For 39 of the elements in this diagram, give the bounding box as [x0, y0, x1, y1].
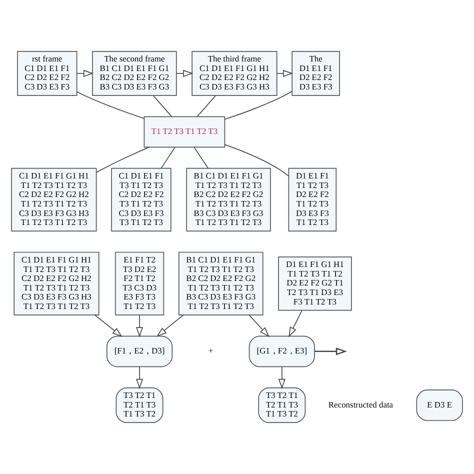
connector [76, 91, 145, 119]
node-box: [F1，E2，D3] [106, 336, 173, 368]
node-box: D1 E1 F1 T1 T2 T3 D2 E2 F2 T1 T2 T3 D3 E3 F3 T1 T2 T3 [288, 168, 337, 232]
node-box: T1 T2 T3 T1 T2 T3 [144, 116, 226, 148]
arrow [176, 70, 194, 77]
arrow [136, 314, 144, 338]
label: + [208, 346, 214, 356]
node-box: T3 T2 T1 T2 T1 T3 T1 T3 T2 [116, 387, 164, 424]
arrow [314, 348, 347, 356]
node-box: E1 F1 T2 T3 D2 E2 F2 T1 T2 T3 C3 D3 E3 F3 T3 T1 T2 T3 [114, 252, 164, 316]
arrow [94, 314, 122, 337]
connector [96, 146, 150, 173]
arrow [288, 310, 302, 338]
node-box: The third frame C1 D1 E1 F1 G1 H1 C2 D2 E2 F2 G2 H2 C3 D3 E3 F3 G3 H3 [192, 50, 278, 96]
node-box: B1 C1 D1 E1 F1 G1 T1 T2 T3 T1 T2 T3 B2 C2 D2 E2 F2 G2 T1 T2 T3 T1 T2 T3 B3 C3 D3 E3 F3 G3 T1 T2 T3 T1 T2 T3 [186, 168, 271, 232]
node-box: C1 D1 E1 F1 T3 T1 T2 T3 C2 D2 E2 F2 T3 T1 T2 T3 C3 D3 E3 F3 T3 T1 T2 T3 [111, 168, 172, 232]
node-box: B1 C1 D1 E1 F1 G1 T1 T2 T3 T1 T2 T3 B2 C2 D2 E2 F2 G2 T1 T2 T3 T1 T2 T3 B3 C3 D3 E3 F3 G3 T1 T2 T3 T1 T2 T3 [178, 252, 264, 316]
label: Reconstructed data [328, 399, 394, 410]
arrow [248, 314, 270, 338]
node-box: E D3 E [416, 390, 463, 421]
node-box: The second frame B1 C1 D1 E1 F1 G1 B2 C2 D2 E2 F2 G2 B3 C3 D3 E3 F3 G3 [92, 50, 177, 96]
node-box: D1 E1 F1 G1 H1 T1 T2 T3 T1 T2 D2 E2 F2 G2 T1 T2 T3 T1 D3 E3 F3 T1 T2 T3 [278, 256, 352, 311]
arrow [156, 314, 184, 337]
arrow [136, 366, 144, 390]
connector [224, 144, 290, 176]
arrow [76, 70, 94, 77]
node-box: C1 D1 E1 F1 G1 H1 T1 T2 T3 T1 T2 T3 C2 D2 E2 F2 G2 H2 T1 T2 T3 T1 T2 T3 C3 D3 E3 F3 G3 H3 T1 T2 T3 T1 T2 T3 [11, 168, 97, 232]
node-box: C1 D1 E1 F1 G1 H1 T1 T2 T3 T1 T2 T3 C2 D2 E2 F2 G2 H2 T1 T2 T3 T1 T2 T3 C3 D3 E3 F3 G3 H3 T1 T2 T3 T1 T2 T3 [14, 252, 100, 316]
connector [196, 95, 216, 117]
arrow [276, 70, 294, 77]
node-box: The D1 E1 F1 D2 E2 F2 D3 E3 F3 [292, 50, 340, 96]
node-box: [G1，F2，E3] [248, 336, 315, 368]
connector [160, 147, 176, 169]
node-box: rst frame C1 D1 E1 F1 C2 D2 E2 F2 C3 D3 E3 F3 [17, 50, 78, 96]
node-box: T3 T2 T1 T2 T1 T3 T1 T3 T2 [258, 387, 306, 424]
connector [194, 147, 209, 169]
connector [152, 95, 172, 117]
arrow [278, 366, 286, 390]
connector [224, 90, 292, 120]
